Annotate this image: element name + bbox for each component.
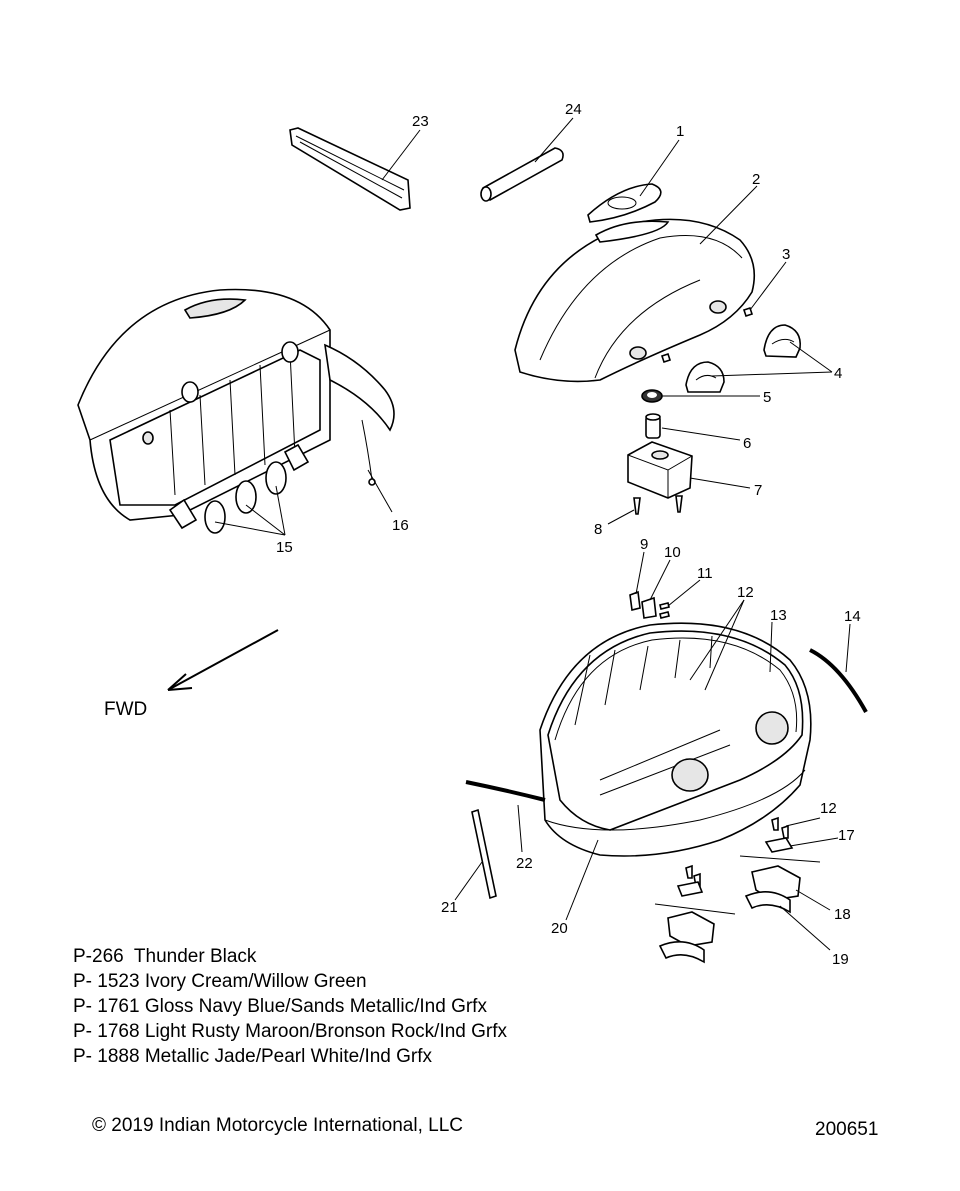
paint-code-line: P- 1523 Ivory Cream/Willow Green (73, 971, 367, 992)
paint-code-line: P- 1888 Metallic Jade/Pearl White/Ind Gr… (73, 1046, 433, 1067)
callout-23: 23 (412, 113, 429, 130)
callout-10: 10 (664, 544, 681, 561)
callout-17: 17 (838, 827, 855, 844)
callout-2: 2 (752, 171, 760, 188)
drawing-number: 200651 (815, 1119, 879, 1140)
callout-14: 14 (844, 608, 861, 625)
callout-20: 20 (551, 920, 568, 937)
callout-9: 9 (640, 536, 648, 553)
leader-lines (214, 117, 851, 951)
part-10-bracket (641, 596, 657, 619)
callout-12-lower: 12 (820, 800, 837, 817)
part-14-seal-strip (809, 648, 868, 713)
part-6-lock-cylinder (645, 413, 661, 439)
forward-direction-arrow (167, 629, 279, 691)
paint-code-line: P- 1761 Gloss Navy Blue/Sands Metallic/I… (73, 996, 487, 1017)
callout-5: 5 (763, 389, 771, 406)
callout-22: 22 (516, 855, 533, 872)
callout-7: 7 (754, 482, 762, 499)
copyright-notice: © 2019 Indian Motorcycle International, … (92, 1115, 463, 1136)
callout-11: 11 (697, 565, 713, 582)
callout-16: 16 (392, 517, 409, 534)
callout-19: 19 (832, 951, 849, 968)
fwd-label: FWD (104, 699, 147, 720)
callout-4: 4 (834, 365, 842, 382)
part-9-spring (629, 590, 641, 611)
callout-24: 24 (565, 101, 582, 118)
paint-code-line: P-266 Thunder Black (73, 946, 257, 967)
callout-8: 8 (594, 521, 602, 538)
part-22-trim-strip (465, 780, 546, 802)
callout-labels: 1 2 3 4 5 6 7 8 9 10 11 12 13 14 15 16 1… (276, 101, 861, 968)
callout-6: 6 (743, 435, 751, 452)
part-7-latch-housing (627, 441, 693, 499)
part-15-cable-ties (204, 461, 287, 534)
paint-code-line: P- 1768 Light Rusty Maroon/Bronson Rock/… (73, 1021, 508, 1042)
part-23-trim-strip (289, 127, 411, 211)
callout-1: 1 (676, 123, 684, 140)
part-8-screws (633, 495, 683, 515)
part-1-lid-emblem (587, 183, 662, 223)
callout-12: 12 (737, 584, 754, 601)
paint-code-legend: P-266 Thunder Black P- 1523 Ivory Cream/… (73, 944, 507, 1069)
assembled-saddlebag-inner-view (77, 288, 395, 530)
callout-13: 13 (770, 607, 787, 624)
part-17-plates (654, 837, 821, 915)
part-5-seal-ring (641, 389, 663, 403)
callout-21: 21 (441, 899, 458, 916)
callout-18: 18 (834, 906, 851, 923)
part-11-screws (659, 602, 670, 619)
part-20-saddlebag-body (539, 622, 812, 857)
part-2-saddlebag-lid (514, 218, 756, 383)
part-24-seal-tube (480, 147, 564, 202)
part-16-tether (361, 419, 376, 486)
callout-3: 3 (782, 246, 790, 263)
part-4-hinge-covers (685, 324, 802, 393)
callout-15: 15 (276, 539, 293, 556)
part-19-brackets (658, 891, 791, 964)
part-21-trim-strip (471, 808, 497, 900)
part-3-pin (660, 306, 754, 364)
